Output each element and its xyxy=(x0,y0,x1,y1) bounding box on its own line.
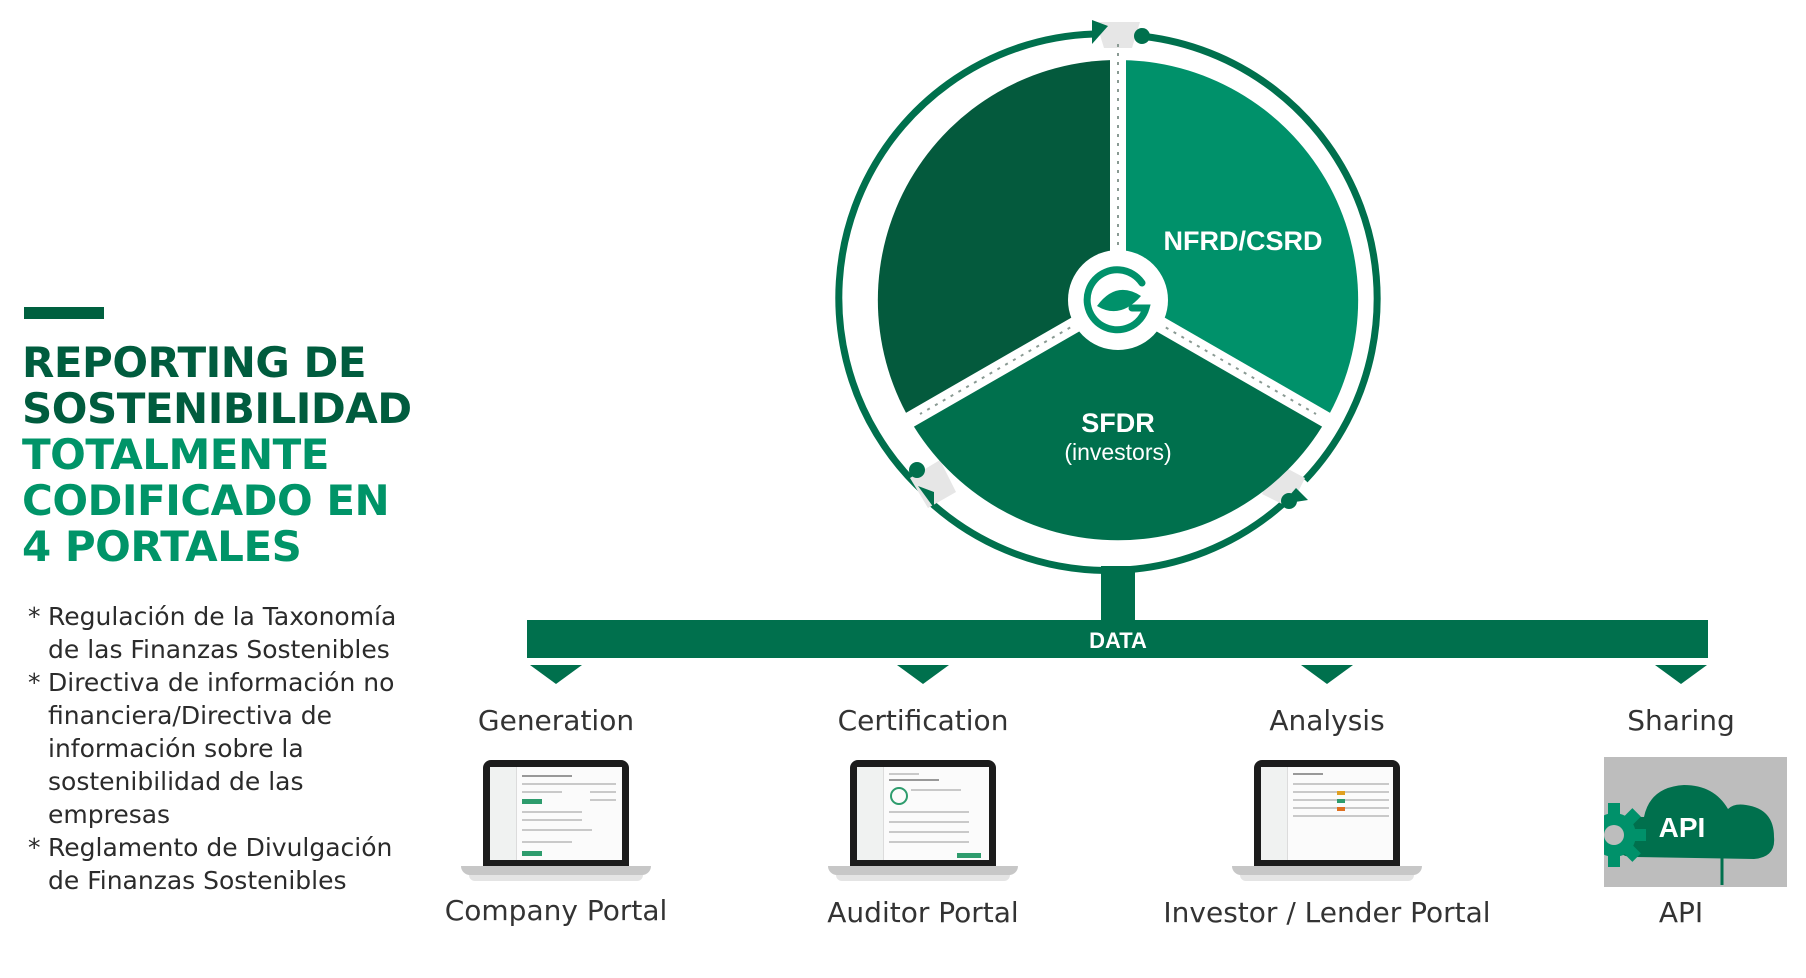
ring-dot xyxy=(1134,28,1150,44)
company-portal-laptop xyxy=(461,760,651,888)
api-image: API xyxy=(1582,757,1787,887)
portal-label-auditor: Auditor Portal xyxy=(827,896,1019,929)
segment-sublabel-bottom: (investors) xyxy=(1064,439,1171,465)
stage-label-generation: Generation xyxy=(477,704,635,737)
pie xyxy=(877,44,1359,541)
auditor-portal-laptop xyxy=(828,760,1018,888)
portal-label-api: API xyxy=(1658,896,1704,929)
cloud-icon: API xyxy=(1582,785,1775,885)
arrow-down-icon xyxy=(1655,665,1707,684)
page-title: REPORTING DE SOSTENIBILIDAD TOTALMENTE C… xyxy=(22,340,412,570)
data-bar-label: DATA xyxy=(1089,628,1147,653)
segment-label-bottom: SFDR xyxy=(1081,408,1155,438)
segment-label-right: NFRD/CSRD xyxy=(1164,226,1323,256)
portal-label-investor: Investor / Lender Portal xyxy=(1163,896,1491,929)
investor-portal-laptop xyxy=(1232,760,1422,888)
regulation-item: Reglamento de Divulgación de Finanzas So… xyxy=(28,831,428,897)
title-line: SOSTENIBILIDAD xyxy=(22,384,412,433)
stage-label-analysis: Analysis xyxy=(1269,704,1385,737)
arrow-down-icon xyxy=(530,665,582,684)
accent-bar xyxy=(24,307,104,319)
gear-icon xyxy=(1582,803,1646,867)
data-bar xyxy=(527,620,1708,658)
data-stem xyxy=(1101,566,1135,622)
regulation-list: Regulación de la Taxonomía de las Finanz… xyxy=(28,600,428,897)
ring-gap xyxy=(1096,22,1140,48)
title-line: CODIFICADO EN xyxy=(22,476,390,525)
ring-dot xyxy=(909,462,925,478)
logo-icon xyxy=(1068,250,1168,350)
api-icon-text: API xyxy=(1659,812,1706,843)
stage-label-certification: Certification xyxy=(837,704,1009,737)
arrow-head xyxy=(1092,20,1108,44)
title-line: REPORTING DE xyxy=(22,338,367,387)
arrow-down-icon xyxy=(1301,665,1353,684)
portal-label-company: Company Portal xyxy=(444,894,668,927)
title-line: 4 PORTALES xyxy=(22,522,302,571)
regulation-item: Directiva de información no financiera/D… xyxy=(28,666,428,831)
regulation-item: Regulación de la Taxonomía de las Finanz… xyxy=(28,600,428,666)
arrow-down-icon xyxy=(897,665,949,684)
ring-dot xyxy=(1281,493,1297,509)
title-line: TOTALMENTE xyxy=(22,430,329,479)
stage-label-sharing: Sharing xyxy=(1627,704,1735,737)
arrow-head xyxy=(918,486,934,508)
